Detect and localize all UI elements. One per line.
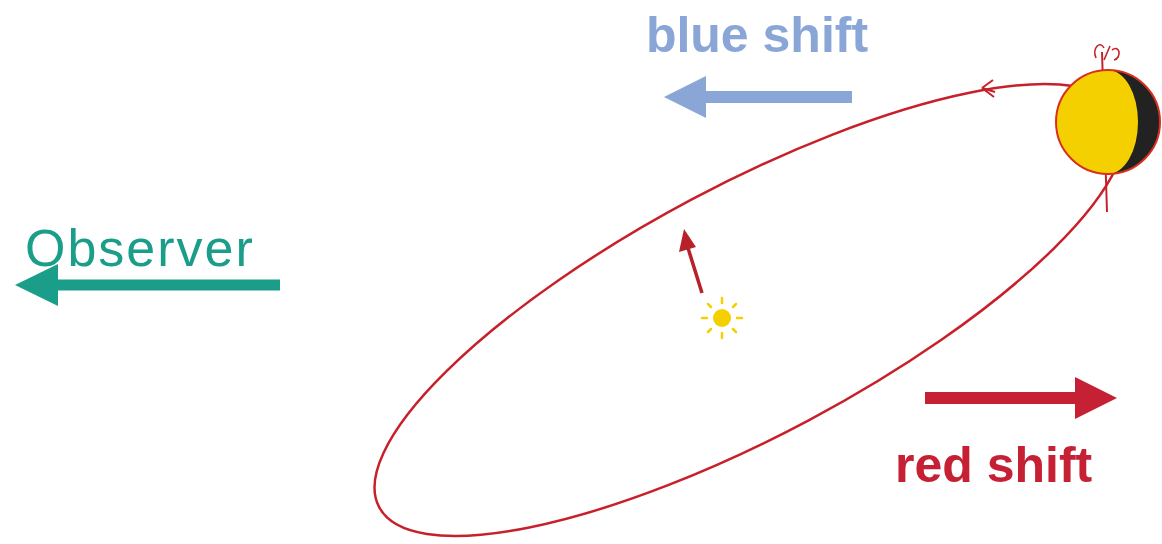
red-shift-arrow [925, 377, 1117, 419]
blue-shift-arrow [664, 76, 852, 118]
shift-label: red shift [895, 438, 1092, 493]
sun-symbol [702, 298, 742, 338]
observer-label: Observer [25, 220, 255, 277]
orbit-direction [982, 80, 995, 97]
orbit-ellipse [320, 2, 1162, 544]
shift-label: blue shift [646, 8, 868, 63]
planet-symbol [1056, 45, 1160, 212]
motion-arrow [679, 229, 702, 293]
